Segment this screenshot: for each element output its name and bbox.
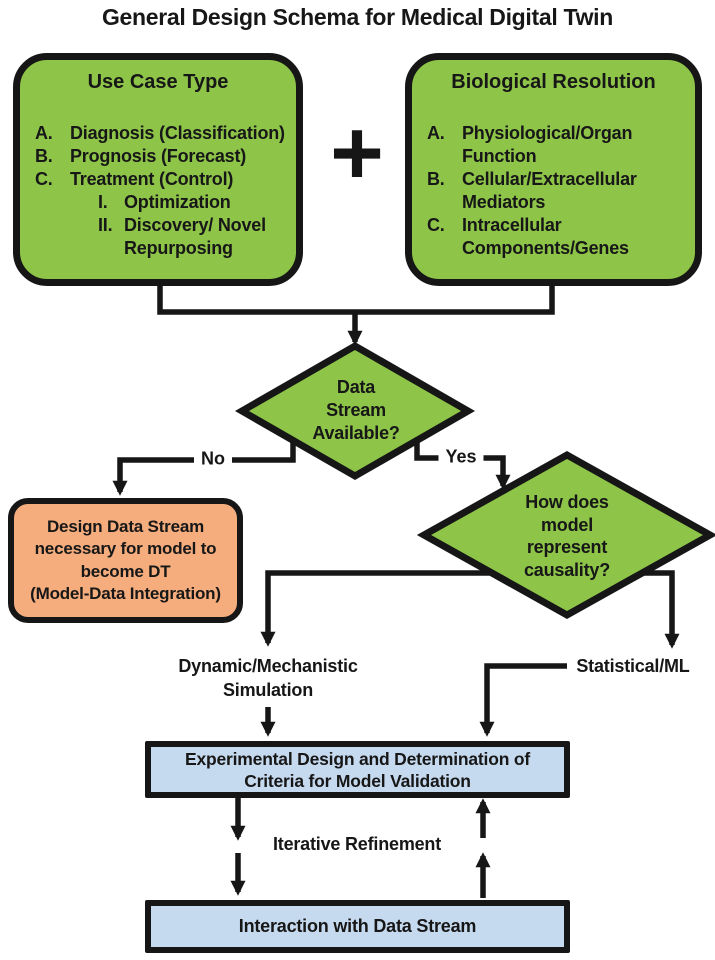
connector-causality-to-statistical	[641, 570, 680, 649]
yes-branch-label: Yes	[438, 446, 484, 468]
item-text: Prognosis (Forecast)	[70, 146, 247, 166]
item-text: Cellular/Extracellular Mediators	[462, 168, 637, 214]
box-line: Design Data Stream	[46, 516, 204, 536]
box-line: (Model-Data Integration)	[30, 584, 221, 603]
biological-resolution-list: A. Physiological/Organ Function B. Cellu…	[412, 122, 695, 260]
biological-resolution-box-title: Biological Resolution	[451, 71, 656, 93]
design-data-stream-box: Design Data Stream necessary for model t…	[8, 498, 243, 623]
use-case-list: A. Diagnosis (Classification) B. Prognos…	[20, 122, 296, 260]
item-label: C.	[427, 215, 445, 235]
item-text: Intracellular Components/Genes	[462, 214, 629, 260]
box-line: Experimental Design and Determination of	[185, 748, 530, 769]
box-line: necessary for model to	[34, 539, 217, 558]
list-item: A. Diagnosis (Classification)	[20, 122, 296, 145]
decision-causality-label: How does model represent causality?	[487, 491, 647, 581]
item-text: Diagnosis (Classification)	[70, 123, 285, 143]
list-item: B. Cellular/Extracellular Mediators	[412, 168, 695, 214]
label-line: Simulation	[222, 680, 313, 700]
box-line: Criteria for Model Validation	[244, 770, 471, 791]
decision-data-stream-label: Data Stream Available?	[276, 376, 436, 445]
item-label: C.	[35, 169, 53, 189]
item-label: I.	[98, 192, 108, 212]
decision-data-stream-shape	[234, 341, 476, 481]
item-text-line: Mediators	[462, 192, 546, 212]
item-label: B.	[427, 169, 445, 189]
item-text-line: Optimization	[124, 192, 231, 212]
decision-line: Stream	[326, 400, 386, 420]
box-line: become DT	[80, 561, 171, 581]
list-item: A. Physiological/Organ Function	[412, 122, 695, 168]
iterative-refinement-label: Iterative Refinement	[272, 834, 442, 854]
decision-line: represent	[526, 537, 608, 557]
decision-line: Available?	[312, 423, 400, 443]
decision-line: How does	[525, 492, 609, 512]
connector-statistical-to-expbox	[479, 663, 567, 737]
item-label: B.	[35, 146, 53, 166]
list-item: C. Intracellular Components/Genes	[412, 214, 695, 260]
item-text-line: Intracellular	[462, 215, 562, 235]
item-text-line: Repurposing	[124, 238, 233, 258]
decision-causality-shape	[416, 450, 715, 620]
biological-resolution-box: Biological Resolution A. Physiological/O…	[405, 53, 702, 286]
use-case-box: Use Case Type A. Diagnosis (Classificati…	[13, 53, 303, 286]
list-subitem: II. Discovery/ Novel Repurposing	[20, 214, 296, 260]
list-subitem: I. Optimization	[20, 191, 296, 214]
item-text: Physiological/Organ Function	[462, 122, 632, 168]
experimental-design-box: Experimental Design and Determination of…	[145, 741, 570, 798]
decision-line: Data	[336, 377, 376, 397]
item-text: Discovery/ Novel Repurposing	[124, 214, 266, 260]
box-line: Interaction with Data Stream	[238, 916, 477, 936]
item-text-line: Discovery/ Novel	[124, 215, 266, 235]
item-text-line: Components/Genes	[462, 238, 629, 258]
item-label: II.	[98, 215, 113, 235]
plus-icon: +	[330, 101, 384, 204]
item-text: Treatment (Control)	[70, 169, 234, 189]
list-item: C. Treatment (Control)	[20, 168, 296, 191]
statistical-ml-label: Statistical/ML	[576, 656, 690, 676]
no-branch-label: No	[194, 448, 232, 470]
label-line: Dynamic/Mechanistic	[178, 656, 358, 676]
decision-line: causality?	[523, 559, 611, 580]
connector-causality-to-dynamic	[260, 570, 494, 647]
item-label: A.	[35, 123, 53, 143]
dynamic-simulation-label: Dynamic/Mechanistic Simulation	[158, 654, 378, 702]
item-label: A.	[427, 123, 445, 143]
use-case-box-title: Use Case Type	[87, 71, 229, 93]
decision-line: model	[540, 514, 593, 535]
list-item: B. Prognosis (Forecast)	[20, 145, 296, 168]
page-title: General Design Schema for Medical Digita…	[101, 4, 614, 30]
item-text-line: Function	[462, 146, 537, 166]
item-text-line: Cellular/Extracellular	[462, 169, 637, 189]
interaction-data-stream-box: Interaction with Data Stream	[145, 900, 570, 953]
item-text: Optimization	[124, 191, 231, 214]
connector-boxes-merge	[157, 286, 555, 315]
item-text-line: Physiological/Organ	[462, 123, 633, 143]
